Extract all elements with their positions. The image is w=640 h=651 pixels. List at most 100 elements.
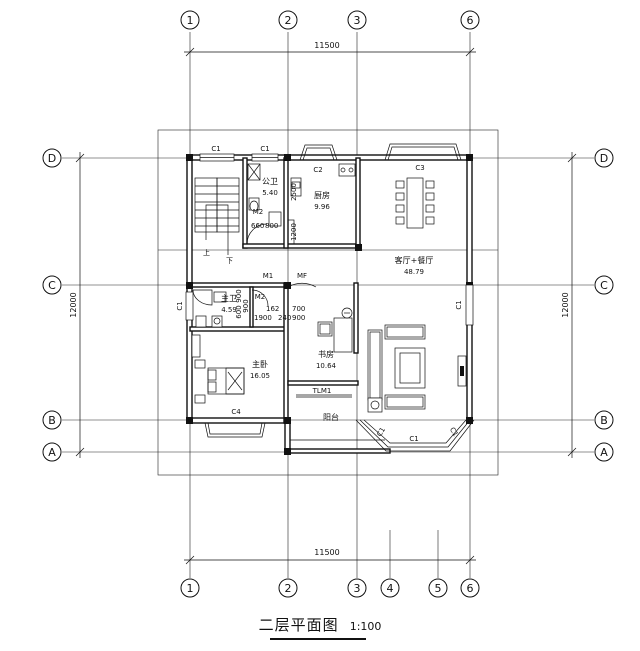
room-area-master-bedroom: 16.05 [250, 372, 270, 380]
axis-circle-left-C [42, 275, 62, 295]
window-label-c1-bay-west: C1 [375, 426, 387, 438]
window-label-c1-bay-east: C1 [448, 426, 460, 438]
axis-label-top-2: 2 [285, 14, 292, 27]
drawing-scale: 1:100 [349, 620, 382, 633]
kitchen-fixtures [287, 163, 356, 245]
dim-label-1900: 1900 [254, 314, 272, 322]
bottom-axis-group: 11500 1 2 3 4 5 6 [180, 475, 480, 598]
axis-circle-top-1 [180, 10, 200, 30]
dim-label-900-vert: 900 [235, 289, 243, 302]
public-bath-fixtures [246, 163, 282, 245]
room-area-master-bath: 4.59 [221, 306, 237, 314]
axis-circle-right-C [594, 275, 614, 295]
dim-label-660: 660 [251, 222, 264, 230]
study-furniture [317, 307, 353, 353]
axis-circle-left-A [42, 442, 62, 462]
room-name-study: 书房 [318, 349, 334, 359]
dining-table-set [395, 177, 435, 229]
axis-label-left-A: A [48, 446, 56, 459]
axis-circle-right-B [594, 410, 614, 430]
room-area-living-dining: 48.79 [404, 268, 424, 276]
dim-label-800: 800 [265, 222, 278, 230]
axis-label-bottom-3: 3 [354, 582, 361, 595]
windows: C1 C1 C2 C3 C1 C1 C4 C1 C1 C1 [176, 143, 474, 443]
drawing-title-block: 二层平面图 1:100 [0, 614, 640, 635]
door-label-m2-top: M2 [253, 208, 264, 216]
dim-label-600: 600 [235, 305, 243, 318]
axis-circle-top-6 [460, 10, 480, 30]
room-area-study: 10.64 [316, 362, 337, 370]
window-label-c1-bay-south: C1 [409, 435, 418, 443]
dim-label-240: 240 [278, 314, 291, 322]
room-name-kitchen: 厨房 [314, 190, 330, 200]
axis-label-bottom-1: 1 [187, 582, 194, 595]
dim-label-900b-vert: 900 [242, 299, 250, 312]
dim-label-900c: 900 [292, 314, 305, 322]
left-axis-group: 12000 D C B A [42, 148, 158, 462]
master-bed-furniture [191, 334, 245, 404]
axis-label-top-1: 1 [187, 14, 194, 27]
door-label-m2-bath: M2 [255, 293, 266, 301]
axis-circle-bottom-5 [428, 578, 448, 598]
room-name-living-dining: 客厅+餐厅 [395, 255, 434, 265]
right-total-dimension: 12000 [561, 292, 570, 317]
axis-label-right-C: C [600, 279, 608, 292]
axis-label-bottom-5: 5 [435, 582, 442, 595]
top-total-dimension: 11500 [314, 41, 339, 50]
axis-label-left-B: B [48, 414, 56, 427]
master-bath-fixtures [192, 289, 227, 328]
axis-circle-top-2 [278, 10, 298, 30]
window-label-c1-west: C1 [176, 301, 184, 310]
axis-label-right-B: B [600, 414, 608, 427]
axis-circle-bottom-1 [180, 578, 200, 598]
dim-label-162: 162 [266, 305, 279, 313]
axis-label-top-6: 6 [467, 14, 474, 27]
axis-label-right-A: A [600, 446, 608, 459]
room-area-kitchen: 9.96 [314, 203, 330, 211]
window-label-c1-top-left: C1 [211, 145, 220, 153]
top-axis-group: 11500 1 2 3 6 [180, 10, 480, 130]
room-area-public-bath: 5.40 [262, 189, 278, 197]
drawing-title: 二层平面图 [258, 616, 339, 634]
window-label-c4: C4 [231, 408, 241, 416]
axis-label-right-D: D [600, 152, 608, 165]
window-label-c3: C3 [415, 164, 424, 172]
door-label-tlm1: TLM1 [312, 387, 332, 395]
axis-label-bottom-2: 2 [285, 582, 292, 595]
room-name-public-bath: 公卫 [262, 177, 278, 186]
window-label-c1-east: C1 [455, 300, 463, 309]
room-name-master-bedroom: 主卧 [252, 359, 268, 369]
interior-walls [189, 157, 361, 424]
dim-label-1200: 1200 [290, 223, 298, 241]
axis-circle-bottom-4 [380, 578, 400, 598]
axis-circle-top-3 [347, 10, 367, 30]
axis-label-left-C: C [48, 279, 56, 292]
door-label-m1: M1 [263, 272, 274, 280]
title-underline [270, 638, 366, 640]
axis-circle-bottom-6 [460, 578, 480, 598]
axis-circle-bottom-2 [278, 578, 298, 598]
axis-circle-bottom-3 [347, 578, 367, 598]
dim-label-2500: 2500 [290, 183, 298, 201]
room-name-master-bath: 主卫 [221, 293, 237, 303]
axis-label-bottom-4: 4 [387, 582, 394, 595]
stair-up-label: 上 [203, 248, 210, 257]
axis-circle-left-D [42, 148, 62, 168]
room-name-balcony: 阳台 [323, 412, 339, 422]
staircase: 上 下 [194, 177, 240, 265]
left-total-dimension: 12000 [69, 292, 78, 317]
window-label-c2: C2 [313, 166, 322, 174]
right-axis-group: 12000 D C B A [498, 148, 614, 462]
dim-label-700: 700 [292, 305, 305, 313]
stair-down-label: 下 [226, 257, 233, 265]
axis-label-top-3: 3 [354, 14, 361, 27]
axis-circle-right-A [594, 442, 614, 462]
axis-label-left-D: D [48, 152, 56, 165]
bottom-total-dimension: 11500 [314, 548, 339, 557]
axis-circle-right-D [594, 148, 614, 168]
door-label-mf: MF [297, 272, 307, 280]
window-label-c1-top-mid: C1 [260, 145, 269, 153]
axis-label-bottom-6: 6 [467, 582, 474, 595]
axis-circle-left-B [42, 410, 62, 430]
